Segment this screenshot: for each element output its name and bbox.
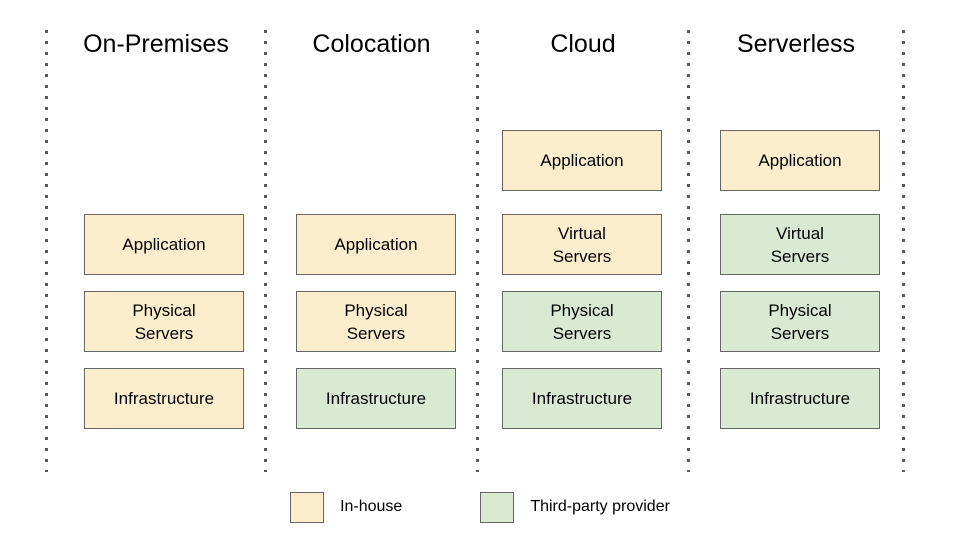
column-header-cloud: Cloud [550, 30, 616, 58]
layer-box-serverless-infrastructure[interactable]: Infrastructure [720, 368, 880, 429]
layer-label: Physical Servers [344, 299, 407, 345]
layer-box-colocation-physical-servers[interactable]: Physical Servers [296, 291, 456, 352]
legend-label-in-house: In-house [340, 498, 403, 515]
layer-box-cloud-virtual-servers[interactable]: Virtual Servers [502, 214, 662, 275]
layer-label-line2: Servers [770, 323, 830, 343]
column-header-on-premises: On-Premises [83, 30, 229, 58]
layer-box-cloud-physical-servers[interactable]: Physical Servers [502, 291, 662, 352]
layer-label-line2: Servers [134, 323, 194, 343]
column-divider-1 [264, 30, 267, 472]
layer-label: Application [758, 151, 842, 170]
column-divider-3 [687, 30, 690, 472]
column-divider-4 [902, 30, 905, 472]
layer-label: Application [540, 151, 624, 170]
layer-label-line1: Physical [132, 300, 196, 320]
layer-label: Physical Servers [768, 299, 831, 345]
legend-item-in-house: In-house [290, 491, 403, 523]
layer-label: Infrastructure [531, 389, 633, 408]
layer-label: Virtual Servers [553, 222, 612, 268]
layer-box-colocation-infrastructure[interactable]: Infrastructure [296, 368, 456, 429]
layer-box-cloud-application[interactable]: Application [502, 130, 662, 191]
column-header-colocation: Colocation [312, 30, 431, 58]
layer-label-line2: Servers [770, 246, 830, 266]
legend: In-house Third-party provider [0, 487, 960, 527]
layer-label-line1: Virtual [558, 223, 606, 243]
legend-swatch-in-house [290, 491, 325, 523]
layer-box-on-premises-infrastructure[interactable]: Infrastructure [84, 368, 244, 429]
layer-label: Infrastructure [325, 389, 427, 408]
layer-label-line1: Physical [344, 300, 408, 320]
layer-label: Physical Servers [132, 299, 195, 345]
layer-box-serverless-application[interactable]: Application [720, 130, 880, 191]
layer-label: Application [334, 235, 418, 254]
layer-label-line2: Servers [552, 246, 612, 266]
layer-label-line2: Servers [346, 323, 406, 343]
layer-label-line1: Virtual [776, 223, 824, 243]
layer-label: Infrastructure [749, 389, 851, 408]
layer-box-serverless-virtual-servers[interactable]: Virtual Servers [720, 214, 880, 275]
layer-label: Physical Servers [550, 299, 613, 345]
legend-item-third-party: Third-party provider [480, 491, 670, 523]
column-divider-2 [476, 30, 479, 472]
layer-label-line1: Physical [550, 300, 614, 320]
layer-label-line1: Physical [768, 300, 832, 320]
layer-box-on-premises-physical-servers[interactable]: Physical Servers [84, 291, 244, 352]
column-header-serverless: Serverless [736, 30, 856, 58]
column-divider-0 [45, 30, 48, 472]
layer-box-cloud-infrastructure[interactable]: Infrastructure [502, 368, 662, 429]
layer-label-line2: Servers [552, 323, 612, 343]
layer-label: Application [122, 235, 206, 254]
layer-label: Infrastructure [113, 389, 215, 408]
layer-box-colocation-application[interactable]: Application [296, 214, 456, 275]
layer-box-on-premises-application[interactable]: Application [84, 214, 244, 275]
legend-swatch-third-party [480, 491, 515, 523]
layer-label: Virtual Servers [771, 222, 830, 268]
layer-box-serverless-physical-servers[interactable]: Physical Servers [720, 291, 880, 352]
legend-label-third-party: Third-party provider [530, 498, 670, 515]
